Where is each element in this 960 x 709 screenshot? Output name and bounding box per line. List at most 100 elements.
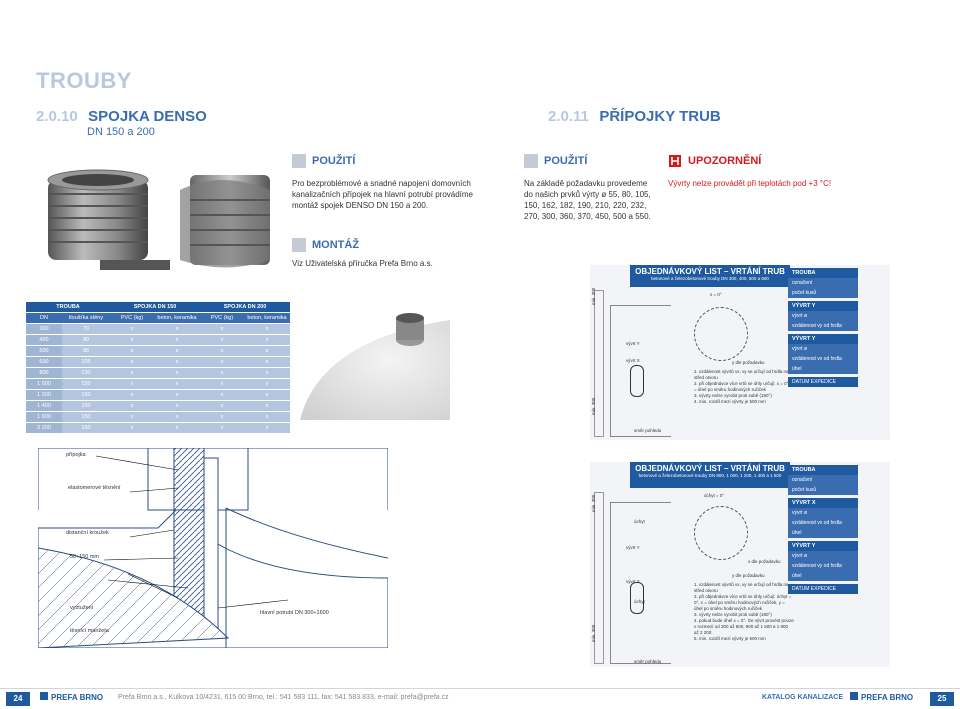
group-header: TROUBA xyxy=(26,302,110,313)
side-field[interactable]: DATUM EXPEDICE xyxy=(788,584,858,594)
table-cell: x xyxy=(154,323,200,335)
side-field[interactable]: DATUM EXPEDICE xyxy=(788,377,858,387)
heading-text: POUŽITÍ xyxy=(312,155,356,167)
side-field[interactable]: počet kusů xyxy=(788,288,858,298)
table-cell: 105 xyxy=(62,356,110,368)
side-field[interactable]: vzdálenost vy od hrdla xyxy=(788,321,858,331)
table-cell: x xyxy=(244,378,290,390)
table-cell: x xyxy=(110,411,154,423)
section-name: SPOJKA DENSO xyxy=(88,108,207,125)
table-cell: x xyxy=(244,323,290,335)
angle-label: x = 0° xyxy=(710,292,722,297)
table-cell: x xyxy=(110,367,154,379)
table-group-header: TROUBA SPOJKA DN 150 SPOJKA DN 200 xyxy=(26,302,290,313)
label-elastomer: elastomerové těsnění xyxy=(68,485,121,491)
brand-text: PREFA BRNO xyxy=(51,693,104,702)
warning-text: Vývrty nelze provádět při teplotách pod … xyxy=(668,179,832,188)
page-number-right: 25 xyxy=(930,692,954,706)
table-cell: 150 xyxy=(62,400,110,412)
heading-text: MONTÁŽ xyxy=(312,239,360,251)
logo-icon xyxy=(40,692,48,700)
form-subtitle: betonové a železobetonové trouby DN 800,… xyxy=(638,473,782,478)
notes-list: 1. vzdálenost vývrtů vx, vy se určují od… xyxy=(694,582,794,642)
column-header: beton, keramika xyxy=(154,312,200,324)
label-spacer: distanční kroužek xyxy=(66,530,109,536)
table-cell: x xyxy=(244,356,290,368)
side-field[interactable]: vzdálenost vx od hrdla xyxy=(788,354,858,364)
side-field[interactable]: vývrt ø xyxy=(788,508,858,518)
side-title: VÝVRT Y xyxy=(788,301,858,311)
table-cell: 85 xyxy=(62,345,110,357)
side-field[interactable]: vzdálenost vx od hrdla xyxy=(788,518,858,528)
bullet-square-icon xyxy=(524,154,538,168)
table-cell: x xyxy=(244,367,290,379)
dimension-bar xyxy=(594,290,604,437)
label-gap: 50÷150 mm xyxy=(70,554,100,560)
table-cell: x xyxy=(154,367,200,379)
table-cell: x xyxy=(154,411,200,423)
table-cell: 500 xyxy=(26,345,62,357)
table-cell: 150 xyxy=(62,422,110,434)
order-form-2: OBJEDNÁVKOVÝ LIST – VRTÁNÍ TRUB betonové… xyxy=(590,462,890,667)
note-item: 3. vývrty nelze vyrobit proti sobě (180°… xyxy=(694,612,772,617)
pipe-render-image xyxy=(300,280,450,420)
side-title: VÝVRT Y xyxy=(788,334,858,344)
side-title: TROUBA xyxy=(788,465,858,475)
mounting-text: Viz Uživatelská příručka Prefa Brno a.s. xyxy=(292,259,433,268)
table-cell: 1 600 xyxy=(26,411,62,423)
pipe-profile xyxy=(610,305,671,437)
table-cell: x xyxy=(200,411,244,423)
table-cell: x xyxy=(110,334,154,346)
warning-icon xyxy=(668,154,682,168)
form-title: OBJEDNÁVKOVÝ LIST – VRTÁNÍ TRUB xyxy=(635,267,785,276)
table-cell: x xyxy=(244,411,290,423)
hook-label: úchyt xyxy=(634,599,645,604)
column-header: tloušťka stěny xyxy=(62,312,110,324)
table-cell: 1 200 xyxy=(26,389,62,401)
label-sealing-sleeve: těsnící manžeta xyxy=(70,628,109,634)
side-field[interactable]: vývrt ø xyxy=(788,344,858,354)
table-cell: 400 xyxy=(26,334,62,346)
note-item: 2. při objednávce více vrtů se úhly urču… xyxy=(694,381,794,392)
min-label: min. 300 xyxy=(591,494,596,512)
table-cell: x xyxy=(244,345,290,357)
section-subtitle: DN 150 a 200 xyxy=(87,126,155,138)
bore-x-label: vývrt X xyxy=(626,358,640,363)
side-field[interactable]: úhel xyxy=(788,571,858,581)
bore-hole xyxy=(630,365,644,397)
bullet-square-icon xyxy=(292,154,306,168)
table-cell: x xyxy=(110,422,154,434)
brand-text: PREFA BRNO xyxy=(861,693,914,702)
table-cell: 80 xyxy=(62,334,110,346)
table-cell: x xyxy=(154,334,200,346)
column-header: DN xyxy=(26,312,62,324)
side-field[interactable]: úhel xyxy=(788,528,858,538)
side-field[interactable]: označení xyxy=(788,278,858,288)
order-form-1: OBJEDNÁVKOVÝ LIST – VRTÁNÍ TRUB betonové… xyxy=(590,265,890,440)
dimension-bar xyxy=(594,492,604,664)
heading-text: POUŽITÍ xyxy=(544,155,588,167)
form-sidebar: TROUBA označení počet kusů VÝVRT Y vývrt… xyxy=(788,268,858,387)
note-item: 1. vzdálenost vývrtů vx, vy se určují od… xyxy=(694,369,789,380)
side-field[interactable]: úhel xyxy=(788,364,858,374)
mounting-heading: MONTÁŽ xyxy=(292,236,508,254)
y-desc-label: y dle požadavku xyxy=(732,360,765,365)
table-cell: 150 xyxy=(62,378,110,390)
table-cell: x xyxy=(200,378,244,390)
table-cell: x xyxy=(244,334,290,346)
side-field[interactable]: vývrt ø xyxy=(788,551,858,561)
side-field[interactable]: počet kusů xyxy=(788,485,858,495)
min-label: min. 300 xyxy=(591,287,596,305)
bore-hole xyxy=(630,582,644,614)
note-item: 5. min. rozdíl mezi vývrty je 500 mm xyxy=(694,636,766,641)
side-field[interactable]: označení xyxy=(788,475,858,485)
brand-logo-left: PREFA BRNO xyxy=(40,692,103,702)
note-item: 4. min. rozdíl mezi vývrty je 500 mm xyxy=(694,399,766,404)
side-field[interactable]: vzdálenost vy od hrdla xyxy=(788,561,858,571)
side-field[interactable]: vývrt ø xyxy=(788,311,858,321)
